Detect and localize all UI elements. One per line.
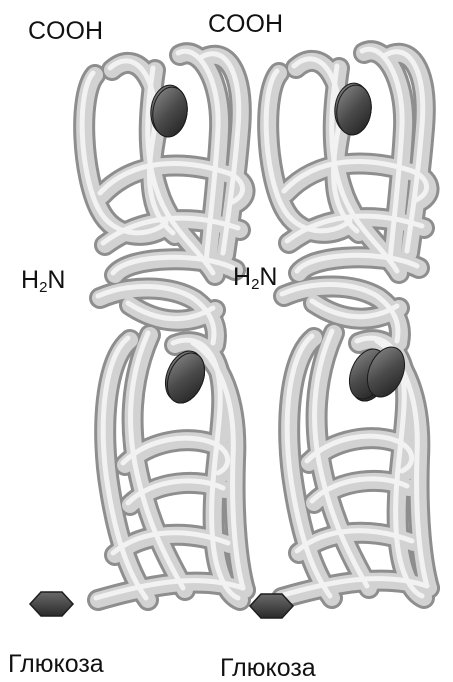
h2n-left-prefix: H — [21, 266, 39, 294]
cooh-label-right: COOH — [208, 12, 283, 37]
glucose-label-left: Глюкоза — [8, 652, 104, 677]
h2n-label-left: H2N — [21, 268, 65, 295]
cooh-label-left: COOH — [28, 19, 103, 44]
glucose-label-right: Глюкоза — [220, 656, 316, 681]
h2n-right-prefix: H — [233, 263, 251, 291]
h2n-left-suffix: N — [47, 266, 65, 294]
h2n-label-right: H2N — [233, 265, 277, 292]
left-glucose-hexagon — [30, 592, 73, 616]
h2n-right-suffix: N — [259, 263, 277, 291]
